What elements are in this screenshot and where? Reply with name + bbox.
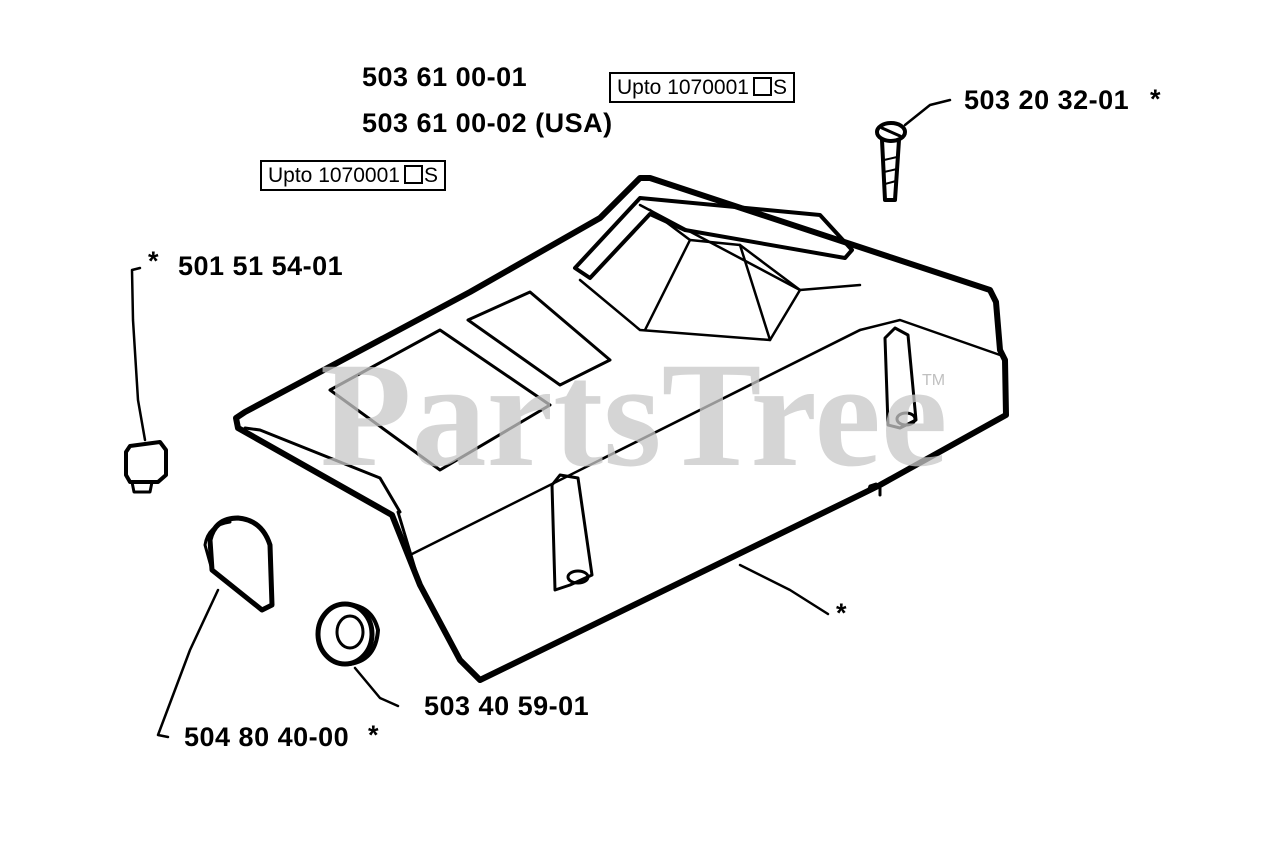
screw-part-number: 503 20 32-01 xyxy=(964,85,1130,115)
cover-asterisk: * xyxy=(836,598,848,628)
plug-drawing xyxy=(124,266,168,494)
grommet-part-number: 503 40 59-01 xyxy=(424,691,590,721)
serial-note-box-left: Upto 1070001 S xyxy=(260,160,446,192)
gasket-asterisk: * xyxy=(368,720,380,750)
grommet-drawing xyxy=(315,601,400,708)
serial-note-suffix: S xyxy=(423,164,438,187)
cover-leader-line xyxy=(738,563,830,616)
partstree-watermark: PartsTree xyxy=(320,332,948,498)
gasket-drawing xyxy=(156,515,275,739)
plug-part-number: 501 51 54-01 xyxy=(178,251,344,281)
screw-drawing xyxy=(875,98,952,202)
plug-asterisk: * xyxy=(148,246,160,276)
gasket-part-number: 504 80 40-00 xyxy=(184,722,350,752)
screw-asterisk: * xyxy=(1150,84,1162,114)
serial-note-suffix: S xyxy=(772,76,787,99)
cylinder-cover-drawing xyxy=(233,175,1009,683)
main-part-number-1: 503 61 00-01 xyxy=(362,62,528,92)
serial-note-text: Upto 1070001 xyxy=(617,76,749,99)
checkbox-square-icon xyxy=(403,165,423,184)
serial-note-text: Upto 1070001 xyxy=(268,164,400,187)
checkbox-square-icon xyxy=(752,77,772,96)
trademark-mark: TM xyxy=(922,372,946,389)
main-part-number-2: 503 61 00-02 (USA) xyxy=(362,108,613,138)
serial-note-box-top: Upto 1070001 S xyxy=(609,72,795,104)
